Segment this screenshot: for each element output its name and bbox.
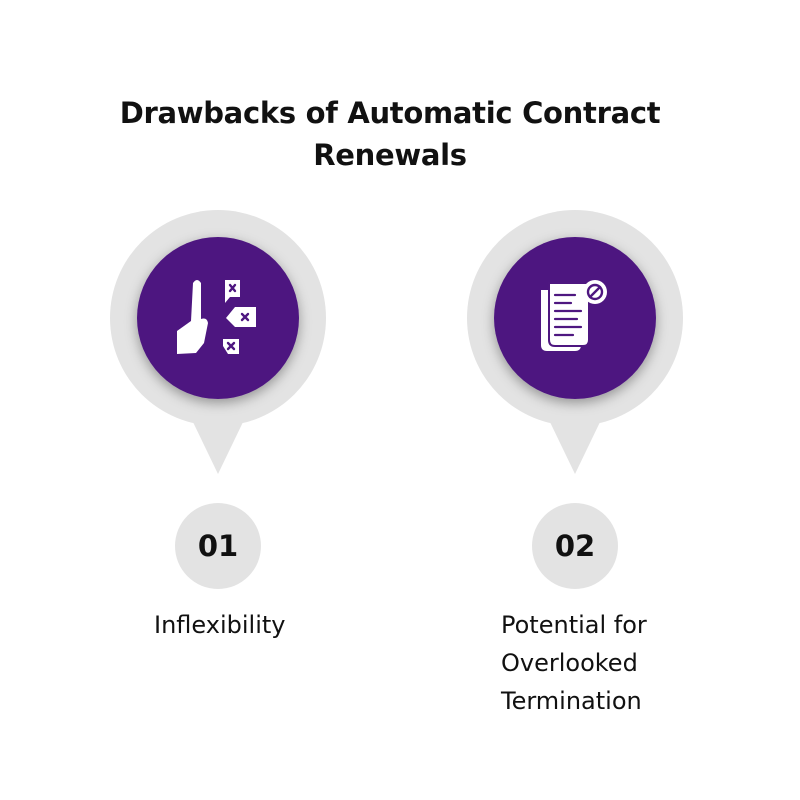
item-number-badge: 02: [532, 503, 618, 589]
drawback-card-1: 01 Inflexibility: [100, 0, 340, 800]
cancelled-document-icon: [541, 280, 607, 351]
pin-marker: [110, 210, 326, 474]
item-number-badge: 01: [175, 503, 261, 589]
item-label: Potential for Overlooked Termination: [501, 611, 647, 715]
item-label: Inflexibility: [154, 611, 286, 639]
drawback-card-2: 02 Potential for Overlooked Termination: [457, 0, 697, 800]
pin-marker: [467, 210, 683, 474]
page-title: Drawbacks of Automatic Contract Renewals: [119, 96, 661, 172]
